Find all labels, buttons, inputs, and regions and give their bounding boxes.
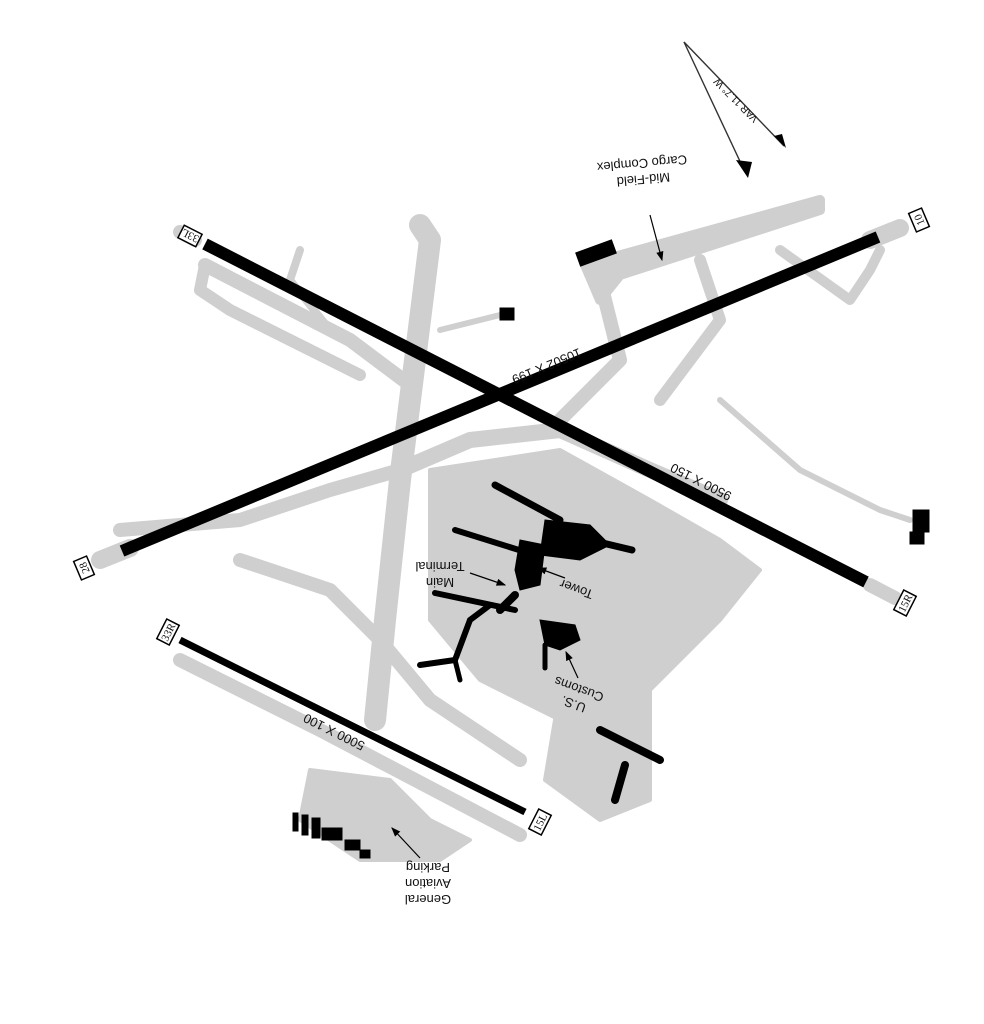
taxiways [91,195,913,862]
runway-end-15l: 15L [527,808,553,836]
runways [119,231,881,816]
svg-text:Terminal: Terminal [415,559,464,574]
buildings [292,239,930,859]
svg-text:Aviation: Aviation [405,876,451,891]
runway-15r-33l [202,238,869,588]
runway-end-33r: 33R [155,618,181,646]
general-aviation-label: General Aviation Parking [405,860,451,907]
svg-text:28: 28 [77,560,93,575]
runway-15l-33r [178,636,527,816]
svg-text:Mid-Field: Mid-Field [616,170,671,190]
cargo-arrow [649,214,664,262]
terminal-arrow [469,572,507,586]
ga-arrow [391,827,421,859]
tower-arrow [536,567,566,579]
main-terminal-label: Main Terminal [415,559,464,590]
runway-end-10: 10 [907,207,931,233]
cargo-complex-label: Mid-Field Cargo Complex [596,152,688,190]
compass-north-arrow: VAR 11.7° W [683,41,786,178]
customs-arrow [565,650,579,679]
svg-text:Parking: Parking [406,860,450,875]
svg-text:Cargo Complex: Cargo Complex [596,152,688,175]
runway-end-28: 28 [72,555,96,581]
svg-text:General: General [405,892,451,907]
runway-end-33l: 33L [176,224,204,248]
svg-text:Main: Main [426,575,454,590]
svg-text:10: 10 [912,212,928,227]
